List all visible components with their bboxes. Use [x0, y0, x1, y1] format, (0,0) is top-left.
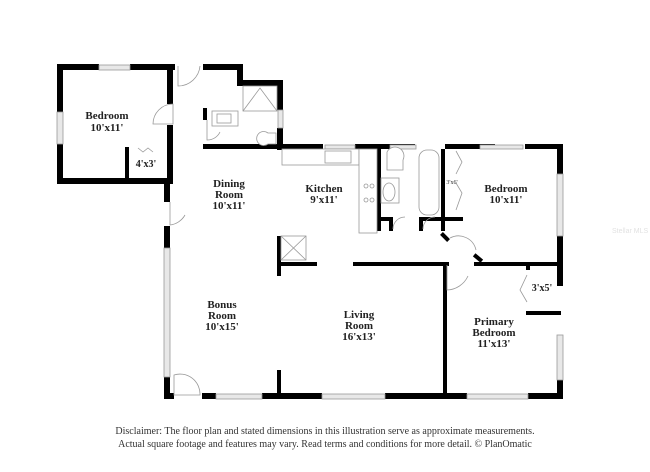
room-size-bonus: 10'x15' [205, 321, 239, 333]
room-labels: Bedroom 10'x11' 4'x3' Dining Room 10'x11… [85, 110, 552, 350]
room-size-kitchen: 9'x11' [310, 194, 338, 206]
disclaimer-line-2: Actual square footage and features may v… [118, 439, 532, 450]
room-name-bedroom-2: Bedroom [484, 183, 527, 195]
room-name-dining-line1: Dining [213, 178, 245, 190]
room-name-living-line1: Living [344, 309, 375, 321]
room-size-bedroom-2: 10'x11' [489, 194, 522, 206]
walls [57, 64, 563, 399]
room-size-primary: 11'x13' [477, 338, 510, 350]
room-name-living-line2: Room [345, 320, 373, 332]
room-name-dining-line2: Room [215, 189, 243, 201]
room-name-bedroom-1: Bedroom [85, 110, 128, 122]
room-size-closet-3: 3'x5' [532, 283, 553, 294]
doors [137, 65, 528, 396]
room-name-kitchen: Kitchen [305, 183, 342, 195]
room-size-dining: 10'x11' [212, 200, 245, 212]
room-name-bonus-line2: Room [208, 310, 236, 322]
room-name-primary-line1: Primary [474, 316, 514, 328]
room-size-closet-1: 4'x3' [136, 159, 157, 170]
room-size-bedroom-1: 10'x11' [90, 122, 123, 134]
room-size-living: 16'x13' [342, 331, 376, 343]
room-name-primary-line2: Bedroom [472, 327, 515, 339]
watermark: Stellar MLS [612, 228, 649, 235]
room-size-closet-2: 3'x6' [446, 180, 457, 186]
windows [56, 64, 564, 400]
disclaimer: Disclaimer: The floor plan and stated di… [0, 425, 650, 451]
room-name-bonus-line1: Bonus [207, 299, 237, 311]
disclaimer-line-1: Disclaimer: The floor plan and stated di… [115, 426, 535, 437]
fixtures [211, 85, 440, 261]
